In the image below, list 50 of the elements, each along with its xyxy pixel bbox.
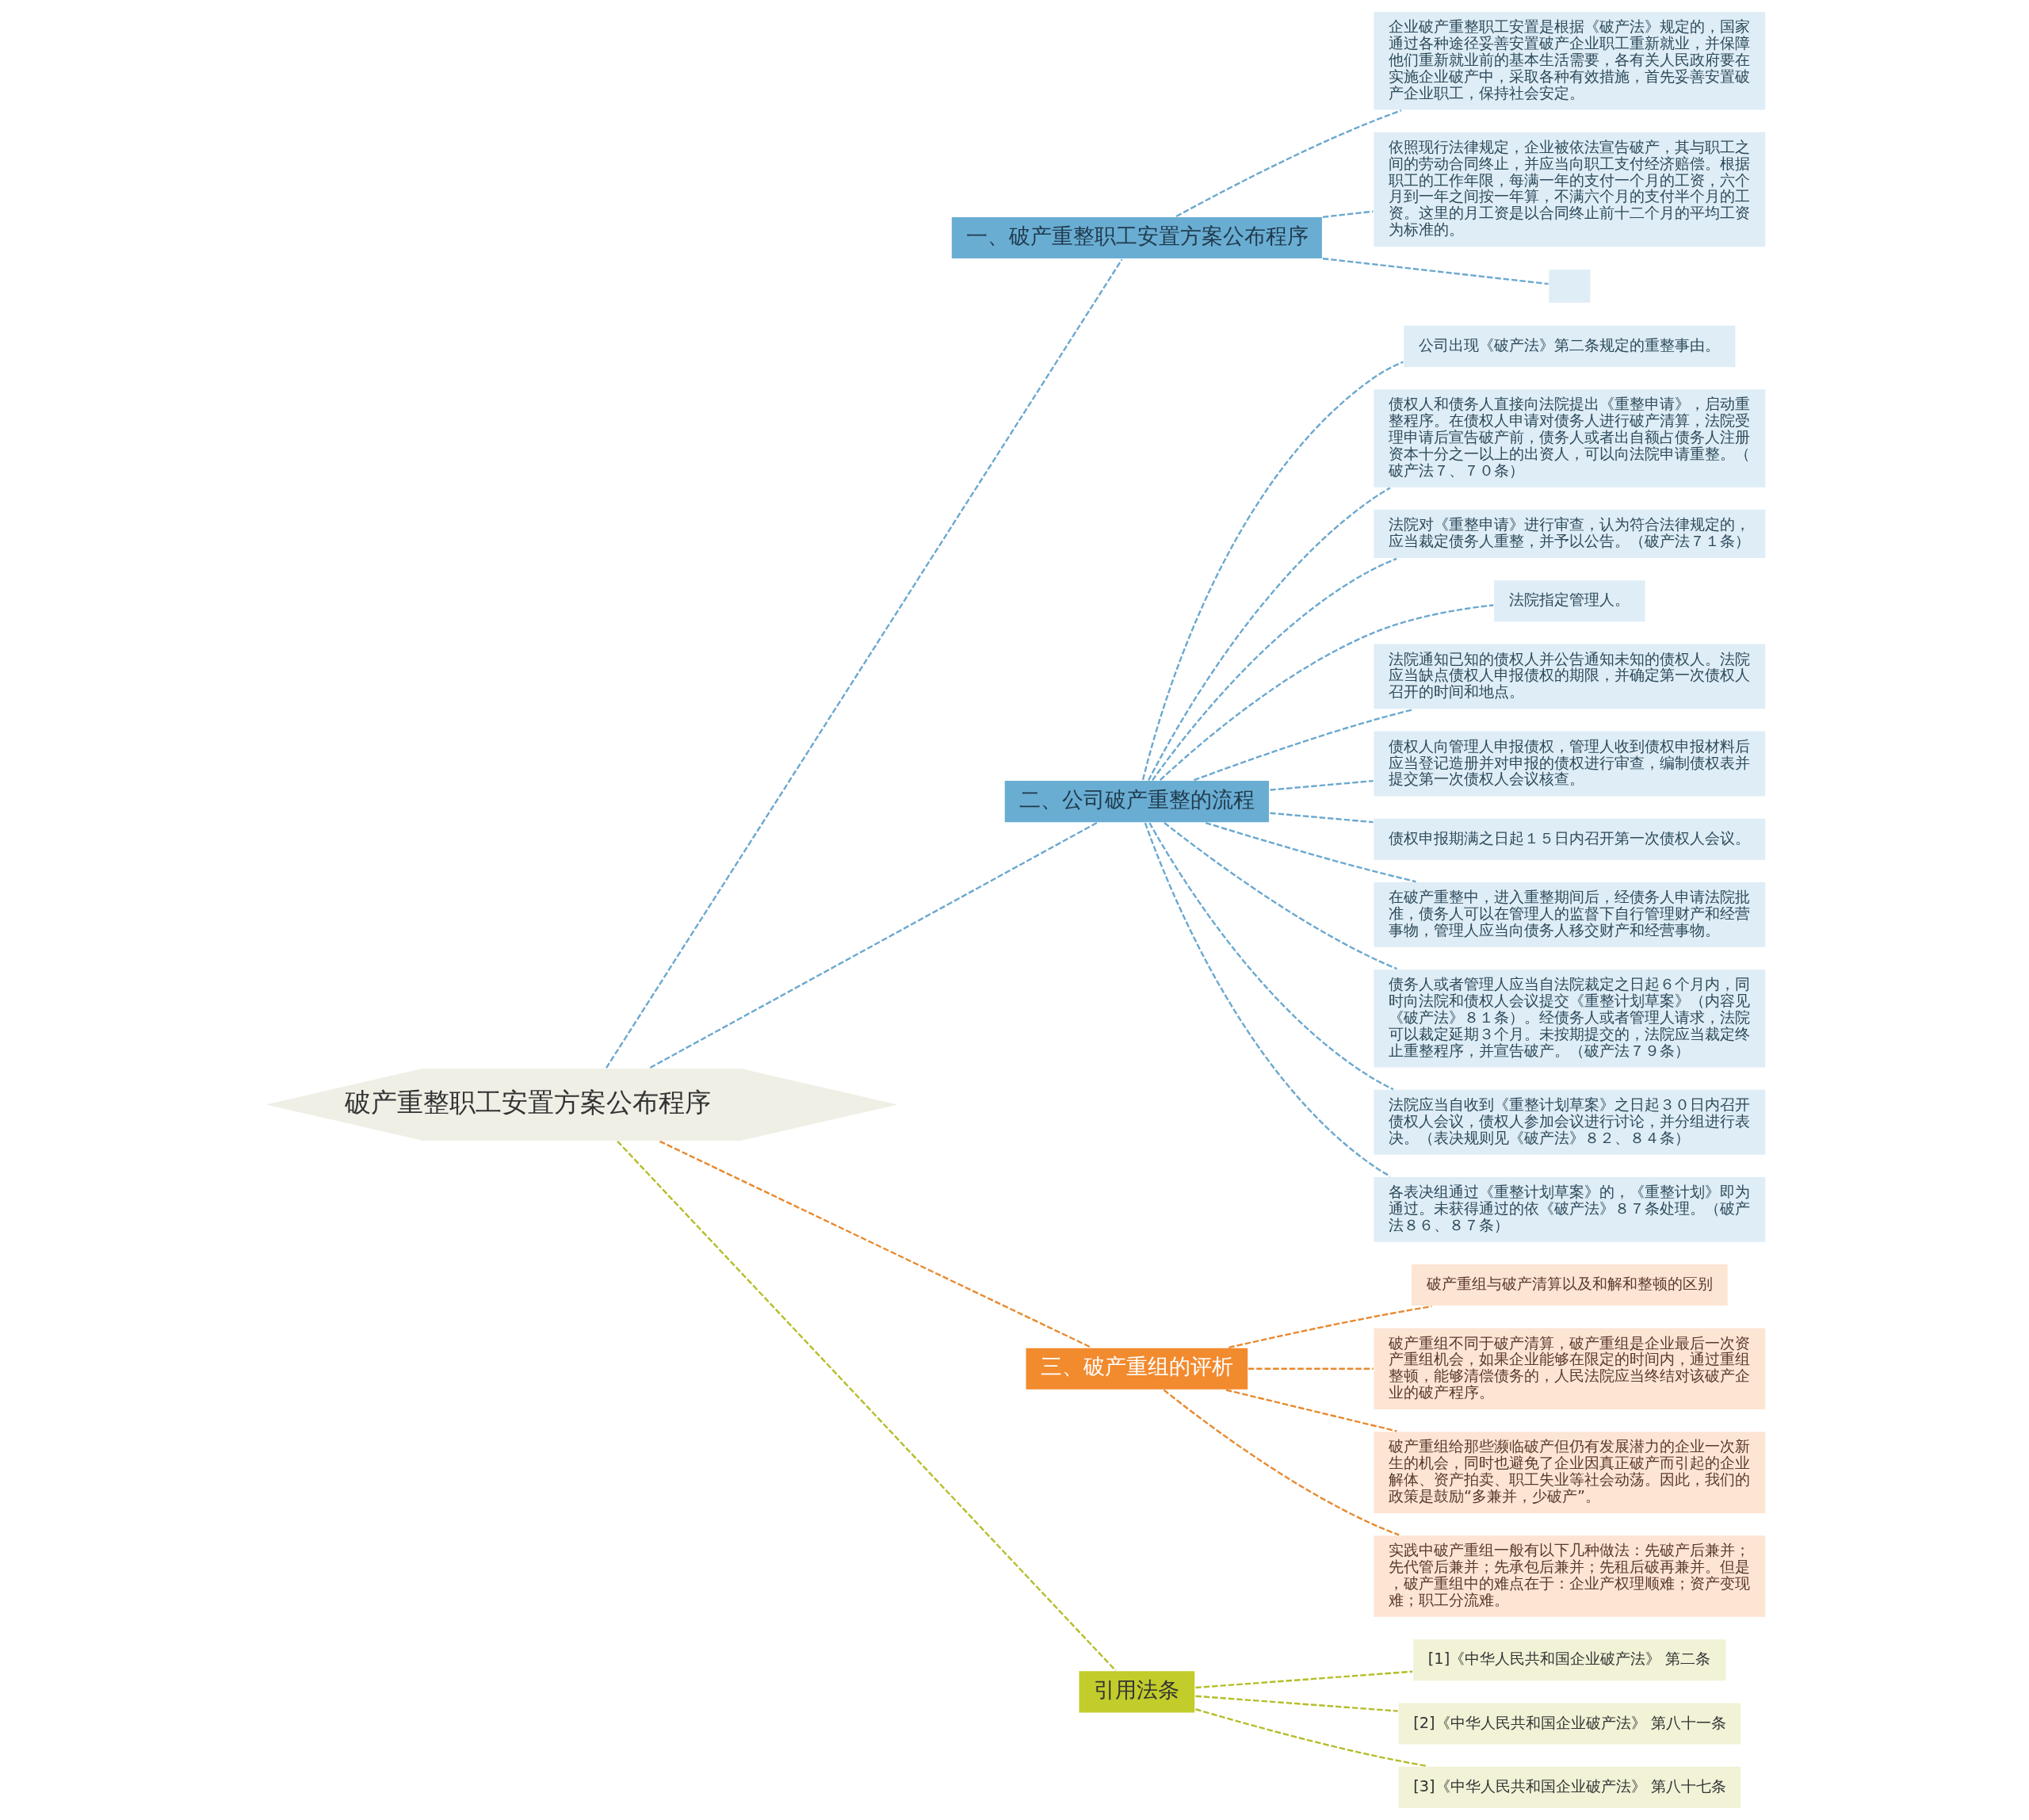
connector <box>1225 1389 1397 1432</box>
connector <box>1194 709 1414 782</box>
node-box: 债权申报期满之日起１５日内召开第一次债权人会议。 <box>1372 817 1767 862</box>
connector <box>1148 822 1394 1091</box>
node-box: 法院指定管理人。 <box>1492 579 1647 623</box>
node-box: 破产重组与破产清算以及和解和整顿的区别 <box>1410 1263 1729 1307</box>
node-box: 债权人和债务人直接向法院提出《重整申请》，启动重整程序。在债权人申请对债务人进行破产清算，法院受理申请后宣告破产前，债务人或者出自额占债务人注册资本十分之一以上的出资人，可以向法院申请重整。（破产法７、７０条） <box>1372 388 1767 489</box>
node-box: 法院对《重整申请》进行审查，认为符合法律规定的，应当裁定债务人重整，并予以公告。（破产法７１条） <box>1372 508 1767 560</box>
node-box: [2]《中华人民共和国企业破产法》 第八十一条 <box>1397 1702 1742 1746</box>
node-box: 二、公司破产重整的流程 <box>1003 779 1271 824</box>
connector <box>1205 821 1416 883</box>
node-box: 破产重组给那些濒临破产但仍有发展潜力的企业一次新生的机会，同时也避免了企业因真正破产而引起的企业解体、资产拍卖、职工失业等社会动荡。因此，我们的政策是鼓励“多兼并，少破产”。 <box>1372 1430 1767 1515</box>
connector <box>1270 812 1374 824</box>
node-box: 依照现行法律规定，企业被依法宣告破产，其与职工之间的劳动合同终止，并应当向职工支付经济赔偿。根据职工的工作年限，每满一年的支付一个月的工资，六个月到一年之间按一年算，不满六个月的支付半个月的工资。这里的月工资是以合同终止前十二个月的平均工资为标准的。 <box>1372 131 1767 248</box>
connector <box>1228 1305 1432 1349</box>
connector <box>617 1141 1117 1672</box>
connector <box>1164 822 1398 970</box>
connector <box>1160 604 1494 781</box>
node-box: 债权人向管理人申报债权，管理人收到债权申报材料后应当登记造册并对申报的债权进行审查，编制债权表并提交第一次债权人会议核查。 <box>1372 730 1767 797</box>
node-box: 引用法条 <box>1077 1669 1196 1714</box>
node-box: 企业破产重整职工安置是根据《破产法》规定的，国家通过各种途径妥善安置破产企业职工重新就业，并保障他们重新就业前的基本生活需要，各有关人民政府要在实施企业破产中，采取各种有效措施，首先妥善安置破产企业职工，保持社会安定。 <box>1372 10 1767 112</box>
connector <box>659 1140 1092 1348</box>
connector <box>1163 1389 1400 1536</box>
connector <box>1144 822 1391 1177</box>
node-box: 破产重组不同于破产清算，破产重组是企业最后一次资产重组机会，如果企业能够在限定的时间内，通过重组整顿，能够清偿债务的，人民法院应当终结对该破产企业的破产程序。 <box>1372 1326 1767 1411</box>
node-box: [3]《中华人民共和国企业破产法》 第八十七条 <box>1397 1765 1742 1810</box>
connector <box>1322 258 1549 285</box>
node-box: 公司出现《破产法》第二条规定的重整事由。 <box>1402 324 1737 369</box>
node-box: 实践中破产重组一般有以下几种做法：先破产后兼并；先代管后兼并；先承包后兼并；先租后破再兼并。但是，破产重组中的难点在于：企业产权理顺难；资产变现难；职工分流难。 <box>1372 1534 1767 1619</box>
connector <box>1148 487 1391 781</box>
node-box: 法院应当自收到《重整计划草案》之日起３０日内召开债权人会议，债权人参加会议进行讨论，并分组进行表决。（表决规则见《破产法》８２、８４条） <box>1372 1088 1767 1157</box>
node-box: 一、破产重整职工安置方案公布程序 <box>950 216 1324 260</box>
connector <box>1141 361 1404 781</box>
connector <box>1195 1670 1413 1689</box>
connector <box>1195 1695 1398 1712</box>
connector <box>1175 109 1402 218</box>
connector <box>1322 210 1374 218</box>
node-box <box>1547 268 1591 304</box>
connector <box>1152 557 1397 782</box>
node-box: 各表决组通过《重整计划草案》的，《重整计划》即为通过。未获得通过的依《破产法》８７条处理。（破产法８６、８７条） <box>1372 1176 1767 1244</box>
connector <box>1195 1708 1428 1768</box>
connector <box>1270 779 1374 791</box>
node-box: 在破产重整中，进入重整期间后，经债务人申请法院批准，债务人可以在管理人的监督下自行管理财产和经营事物，管理人应当向债务人移交财产和经营事物。 <box>1372 881 1767 949</box>
node-box: 三、破产重组的评析 <box>1025 1347 1249 1391</box>
connector <box>1248 1367 1374 1370</box>
connector <box>649 821 1098 1069</box>
node-box: [1]《中华人民共和国企业破产法》 第二条 <box>1412 1638 1727 1682</box>
node-box: 债务人或者管理人应当自法院裁定之日起６个月内，同时向法院和债权人会议提交《重整计划草案》（内容见《破产法》８１条）。经债务人或者管理人请求，法院可以裁定延期３个月。未按期提交的，法院应当裁定终止重整程序，并宣告破产。（破产法７９条） <box>1372 968 1767 1069</box>
connector <box>606 258 1123 1069</box>
node-box: 法院通知已知的债权人并公告通知未知的债权人。法院应当缺点债权人申报债权的期限，并确定第一次债权人召开的时间和地点。 <box>1372 643 1767 710</box>
